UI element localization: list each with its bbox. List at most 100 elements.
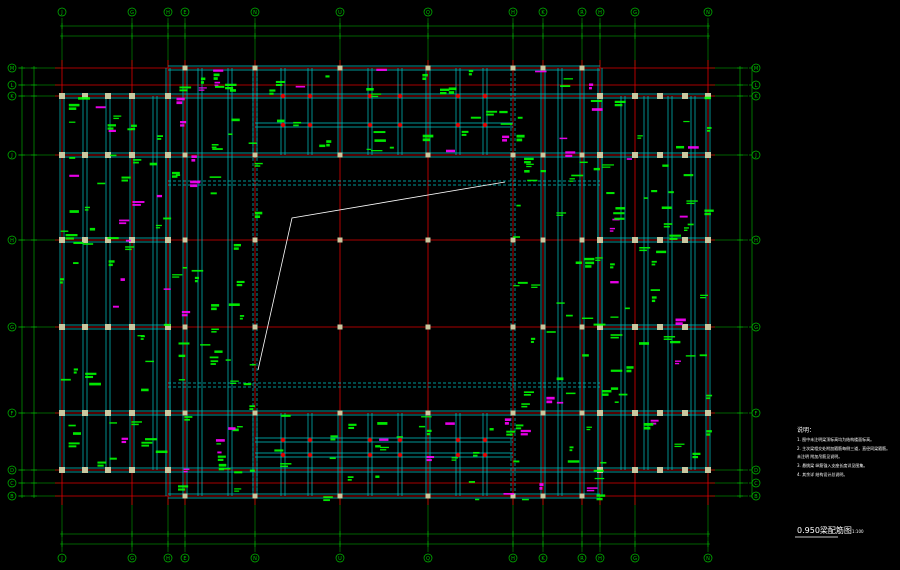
column-node [367, 452, 373, 458]
rebar-label [439, 91, 447, 95]
rebar-label [661, 206, 672, 210]
axis-bubble-bottom-circle [163, 553, 173, 563]
rebar-label [178, 379, 186, 381]
rebar-label [643, 423, 654, 426]
rebar-label [380, 449, 387, 451]
column [657, 237, 663, 243]
rebar-label [280, 465, 289, 468]
rebar-label [445, 149, 455, 153]
axis-bubble-bottom-label: H [166, 556, 170, 562]
rebar-label [112, 305, 119, 308]
drawing-scale: 1:100 [852, 529, 864, 534]
axis-bubble-left-circle [7, 235, 17, 245]
rebar-label [556, 401, 564, 404]
rebar-label [610, 369, 623, 372]
rebar-label [473, 451, 480, 454]
rebar-label [439, 88, 450, 91]
column [337, 152, 343, 158]
rebar-label [610, 281, 619, 284]
rebar-label [643, 426, 651, 430]
rebar-label [565, 392, 576, 395]
rebar-label [581, 317, 594, 320]
axis-bubble-top-circle [630, 7, 640, 17]
rebar-label [225, 83, 237, 87]
rebar-label [121, 437, 129, 440]
rebar-label [468, 73, 472, 76]
rebar-label [181, 314, 188, 317]
rebar-label [426, 429, 432, 433]
column [579, 493, 585, 499]
axis-bubble-bottom-label: J [60, 556, 62, 562]
column [129, 152, 135, 158]
rebar-label [516, 138, 523, 142]
rebar-label [669, 237, 678, 240]
column [182, 410, 188, 416]
rebar-label [213, 69, 224, 72]
rebar-label [426, 433, 431, 436]
rebar-label [149, 162, 158, 166]
axis-bubble-top-label: N [253, 10, 257, 16]
rebar-label [687, 223, 694, 226]
rebar-label [60, 230, 69, 232]
column [182, 324, 188, 330]
rebar-label [375, 445, 381, 448]
rebar-label [171, 171, 180, 175]
column [105, 93, 111, 99]
axis-bubble-left-label: C [10, 481, 14, 487]
rebar-label [276, 119, 285, 123]
rebar-label [451, 459, 457, 461]
rebar-label [526, 165, 532, 168]
rebar-label [171, 175, 178, 178]
axis-bubble-top-circle [57, 7, 67, 17]
column [59, 93, 65, 99]
rebar-label [234, 490, 240, 492]
column [59, 237, 65, 243]
rebar-label [73, 368, 78, 371]
rebar-label [595, 257, 603, 259]
axis-bubble-top-label: H [166, 10, 170, 16]
column [165, 410, 171, 416]
column-node [482, 452, 488, 458]
rebar-label [121, 179, 128, 182]
rebar-label [194, 280, 198, 283]
rebar-label [330, 435, 338, 438]
column [510, 237, 516, 243]
axis-bubble-left-label: D [10, 468, 14, 474]
rebar-label [679, 215, 688, 218]
column [252, 410, 258, 416]
rebar-label [706, 430, 712, 433]
rebar-label [211, 331, 217, 333]
rebar-label [704, 212, 711, 216]
rebar-label [380, 446, 389, 449]
rebar-label [426, 456, 435, 459]
axis-bubble-right-circle [751, 150, 761, 160]
rebar-label [232, 428, 239, 432]
column-node [280, 437, 286, 443]
rebar-label [113, 115, 122, 117]
rebar-label [546, 396, 555, 400]
axis-bubble-right-circle [751, 491, 761, 501]
rebar-label [216, 443, 222, 445]
rebar-label [524, 170, 530, 173]
rebar-label [249, 408, 254, 410]
rebar-label [373, 131, 386, 134]
rebar-label [513, 285, 520, 287]
drawing-title: 0.950梁配筋图 [797, 525, 852, 535]
rebar-label [214, 350, 223, 353]
rebar-label [371, 95, 379, 98]
column [82, 152, 88, 158]
rebar-label [475, 498, 480, 501]
rebar-label [141, 441, 153, 444]
rebar-label [651, 263, 656, 266]
axis-bubble-left-circle [7, 80, 17, 90]
rebar-label [191, 155, 197, 159]
column [705, 410, 711, 416]
rebar-label [539, 486, 543, 490]
column [425, 65, 431, 71]
rebar-label [141, 388, 149, 392]
rebar-label [175, 174, 181, 177]
rebar-label [108, 260, 115, 263]
axis-bubble-top-circle [163, 7, 173, 17]
column [337, 410, 343, 416]
rebar-label [211, 307, 217, 311]
